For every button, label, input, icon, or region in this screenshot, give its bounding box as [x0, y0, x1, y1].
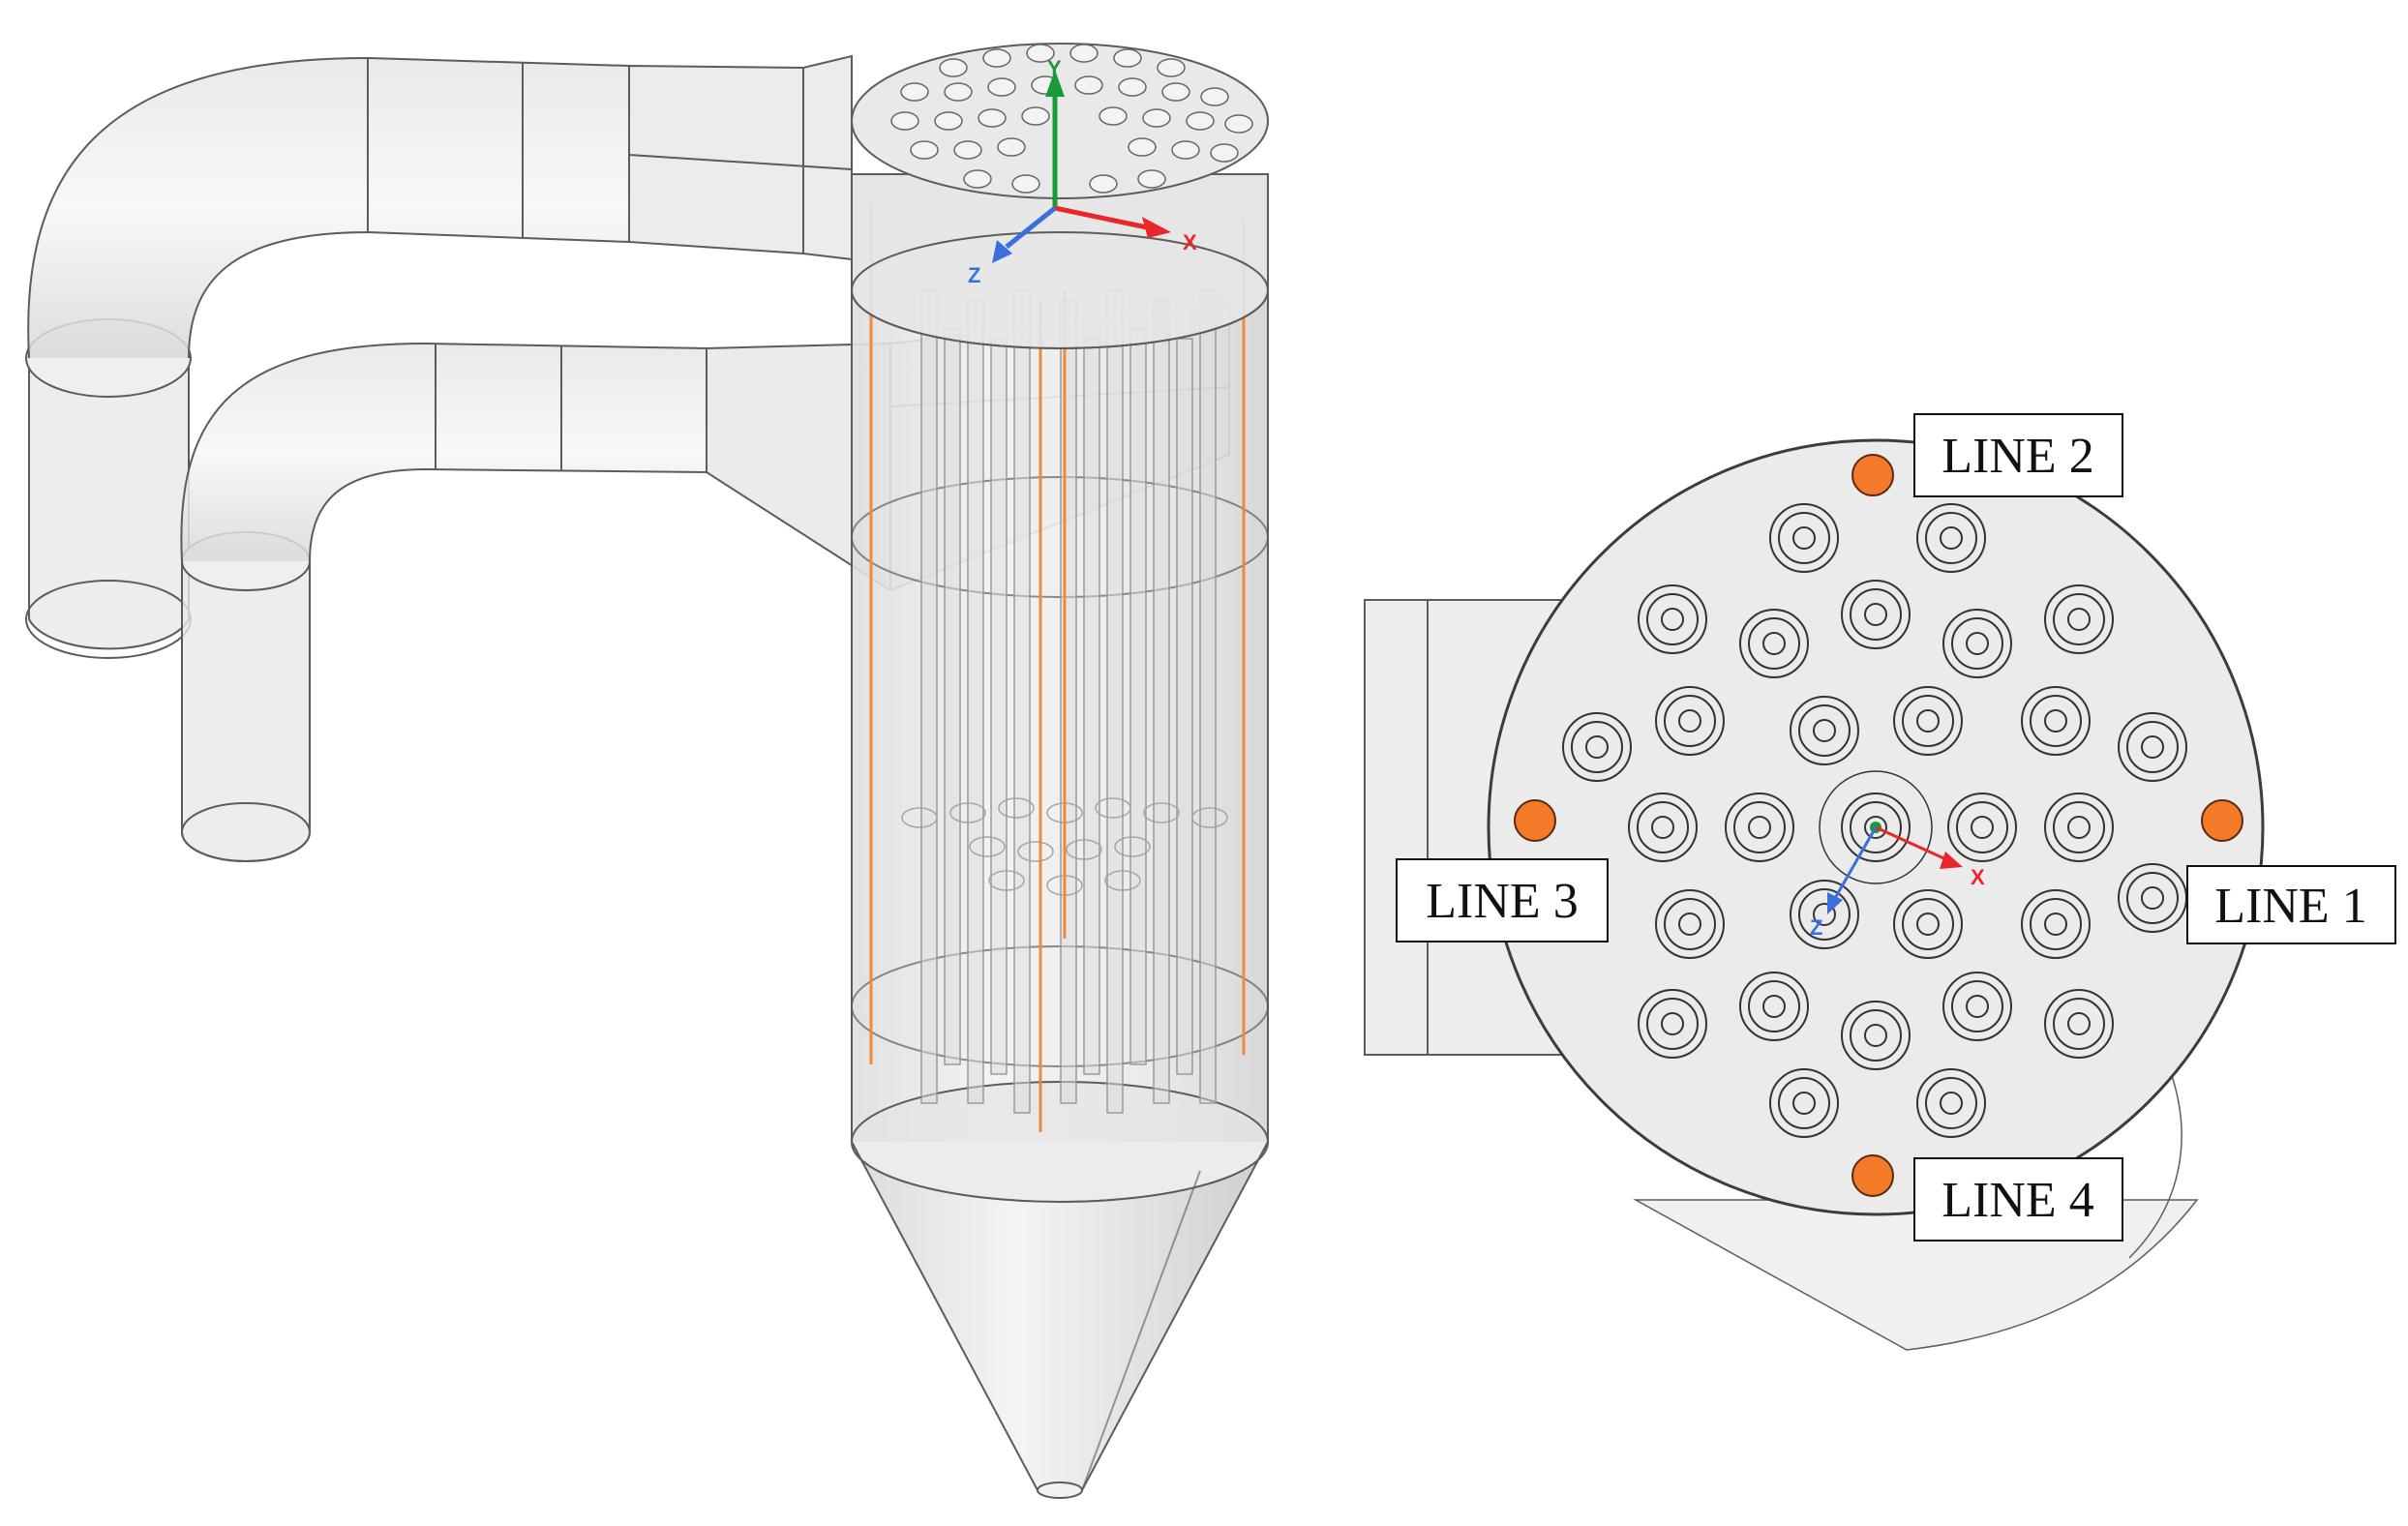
x-axis-arrow-top-icon	[1940, 852, 1963, 869]
hole-row-2	[1638, 580, 2114, 678]
z-axis-arrow-icon	[992, 240, 1012, 263]
label-line-3-text: LINE 3	[1426, 874, 1578, 929]
x-axis-label: X	[1183, 230, 1197, 254]
upper-transition	[628, 54, 853, 261]
hole-row-3	[1562, 686, 2187, 782]
label-line-2-text: LINE 2	[1941, 429, 2093, 484]
axes-triad-3d: X Y Z	[968, 56, 1197, 287]
y-axis-arrow-icon	[1045, 70, 1065, 97]
y-axis-label: Y	[1047, 56, 1062, 80]
label-line-4: LINE 4	[1913, 1157, 2123, 1242]
hole-row-5	[1655, 863, 2187, 959]
top-head	[851, 43, 1269, 349]
probe-line-1-marker	[2201, 799, 2243, 842]
cyclone-body	[851, 174, 1269, 1203]
label-line-2: LINE 2	[1913, 413, 2123, 497]
label-line-1-text: LINE 1	[2214, 879, 2366, 934]
lower-inlet-pipe	[180, 342, 707, 862]
cyclone-3d-view	[25, 43, 1269, 1499]
x-axis-label-top: X	[1971, 865, 1985, 889]
label-line-3: LINE 3	[1396, 858, 1609, 943]
probe-lines-3d	[869, 203, 1246, 1132]
label-line-1: LINE 1	[2186, 865, 2396, 944]
cone	[851, 1141, 1269, 1499]
hole-row-4	[1488, 770, 2114, 920]
outlet-plate-holes-3d	[890, 44, 1253, 194]
z-axis-arrow-top-icon	[1827, 892, 1843, 914]
probe-line-4-marker	[1851, 1154, 1894, 1197]
probe-markers	[1514, 454, 2243, 1197]
hole-row-6	[1638, 972, 2114, 1070]
label-line-4-text: LINE 4	[1941, 1173, 2093, 1228]
x-axis-arrow-icon	[1142, 217, 1171, 238]
z-axis-label: Z	[968, 263, 980, 287]
upper-inlet-pipe	[25, 56, 630, 659]
probe-line-2-marker	[1851, 454, 1894, 496]
axes-triad-top: X Z	[1810, 822, 1985, 940]
probe-line-3-marker	[1514, 799, 1556, 842]
hole-row-1	[1769, 503, 1986, 573]
hole-row-7	[1769, 1068, 1986, 1138]
vortex-finder-holes	[1488, 503, 2187, 1138]
z-axis-label-top: Z	[1810, 915, 1822, 940]
cyclone-top-view: X Z LINE 1 LINE 2 LINE 3 LINE 4	[1364, 413, 2396, 1351]
